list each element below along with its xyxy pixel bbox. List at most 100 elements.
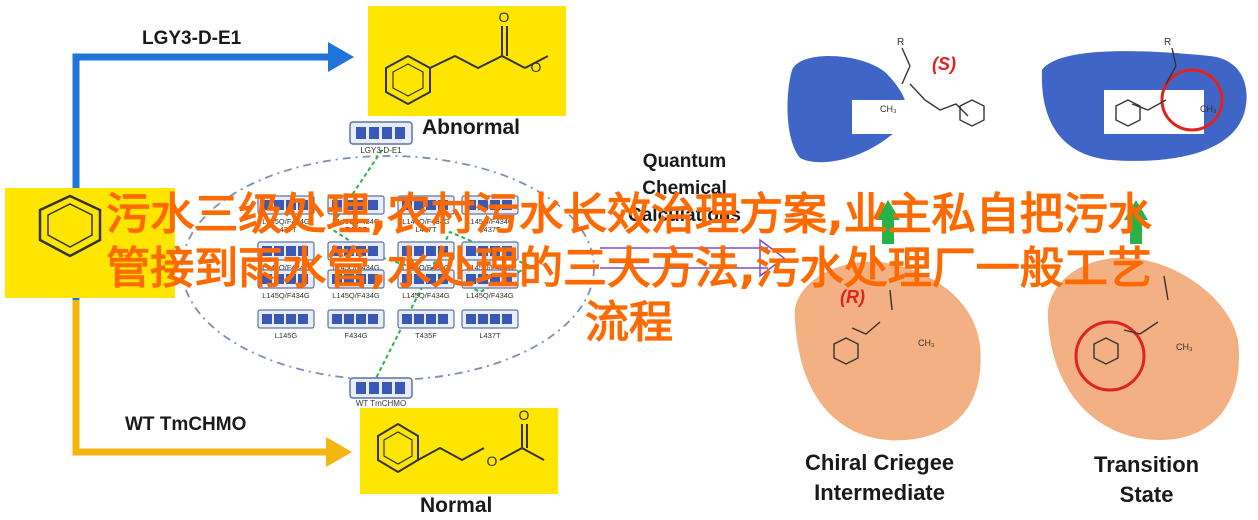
- mutant-chip-cell: [490, 246, 500, 256]
- mutant-chip-cell: [286, 200, 296, 210]
- mutant-chip-cell: [332, 200, 342, 210]
- ts-pocket-cut: [1104, 90, 1204, 134]
- top-enzyme-label: LGY3-D-E1: [142, 28, 242, 49]
- mutant-chip-label: L145Q/F434G: [332, 217, 380, 226]
- mutant-chip-label: L145Q/F434G: [332, 291, 380, 300]
- mutant-chip-cell: [368, 274, 378, 284]
- ts-r-molecule: [1093, 275, 1169, 365]
- r-pocket-inner: [822, 320, 942, 380]
- r-ch3: CH₃: [918, 338, 935, 348]
- mutant-chip-cell: [298, 274, 308, 284]
- mutant-chip-cell: [344, 274, 354, 284]
- bottom-chip: [349, 377, 413, 399]
- transition-label: Transition State: [1094, 450, 1199, 510]
- mutant-chip-label: F434G: [345, 331, 368, 340]
- mutant-chip-cell: [502, 314, 512, 324]
- quantum-label: Quantum Chemical Calculations: [628, 148, 741, 229]
- mutant-chip-label: L145Q/F434G: [466, 217, 514, 226]
- s-ch3: CH₃: [880, 104, 897, 114]
- mutant-chip-cell: [466, 274, 476, 284]
- top-chip-label: LGY3-D-E1: [360, 146, 402, 155]
- normal-molecule-box: [360, 408, 558, 494]
- mutant-chip-cell: [368, 246, 378, 256]
- ts-r-group: R: [1164, 37, 1171, 48]
- mutant-chips: L145Q/F434G L437T L145Q/F434G T435F L145Q/F4…: [257, 195, 519, 340]
- mutant-chip-cell: [368, 314, 378, 324]
- ts-molecule: [1115, 47, 1177, 127]
- calc-arrow: [600, 238, 786, 278]
- mutant-chip-cell: [402, 246, 412, 256]
- mutant-chip-label: L145Q/F434G: [466, 263, 514, 272]
- abnormal-ester-o: O: [531, 59, 542, 75]
- mutant-chip-cell: [274, 200, 284, 210]
- mutant-chip-cell: [414, 246, 424, 256]
- mutant-chip-cell: [344, 246, 354, 256]
- mutant-chip-cell: [262, 314, 272, 324]
- mutant-chip-cell: [490, 200, 500, 210]
- mutant-chip-cell: [438, 314, 448, 324]
- mutant-chip-cell: [298, 246, 308, 256]
- ts-r-ch3: CH₃: [1176, 342, 1193, 352]
- mutant-chip-cell: [502, 200, 512, 210]
- mutant-chip-cell: [332, 274, 342, 284]
- mutant-chip-cell: [356, 314, 366, 324]
- mutant-chip-cell: [356, 274, 366, 284]
- mutant-chip-cell: [274, 274, 284, 284]
- mutant-chip-cell: [402, 274, 412, 284]
- bottom-chip-label: WT TmCHMO: [356, 399, 406, 408]
- mutant-chip-cell: [274, 246, 284, 256]
- mutant-chip-cell: [438, 200, 448, 210]
- ts-bottom-circle: [1074, 320, 1146, 392]
- quantum-line-2: Chemical: [642, 178, 727, 199]
- mutant-chip-cell: [478, 200, 488, 210]
- top-chip: [349, 121, 413, 145]
- mutant-chip-label: L437T: [479, 331, 501, 340]
- mutant-chip-cell: [478, 314, 488, 324]
- mutant-chip-cell: [332, 314, 342, 324]
- green-arrow-right: [1124, 200, 1148, 244]
- overlay-line-3: 流程: [585, 297, 673, 348]
- normal-ester-o: O: [487, 453, 498, 469]
- transition-line-1: Transition: [1094, 452, 1200, 477]
- mutant-chip-label: T435F: [415, 331, 437, 340]
- normal-label: Normal: [420, 494, 493, 517]
- mutant-chip-cell: [502, 274, 512, 284]
- mutant-chip-cell: [262, 246, 272, 256]
- s-r-group: R: [897, 37, 904, 48]
- mutant-chip-cell: [426, 200, 436, 210]
- mutant-chip-cell: [490, 274, 500, 284]
- mutant-chip-label: L145Q/F434G: [262, 263, 310, 272]
- quantum-line-1: Quantum: [642, 151, 727, 172]
- mutant-chip-cell: [414, 314, 424, 324]
- r-config-label: (R): [840, 287, 865, 307]
- mutant-chip-cell: [298, 314, 308, 324]
- abnormal-carbonyl-o: O: [499, 9, 510, 25]
- overlay-line-2: 管接到雨水管,水处理的三大方法,污水处理厂一般工艺: [106, 243, 1152, 294]
- abnormal-molecule-box: [368, 6, 566, 116]
- mutant-chip-cell: [274, 314, 284, 324]
- mutant-chip-cell: [490, 314, 500, 324]
- overlay-line-1: 污水三级处理,农村污水长效治理方案,业主私自把污水: [106, 189, 1152, 240]
- ts-ch3: CH₃: [1200, 104, 1217, 114]
- wt-label: WT TmCHMO: [125, 414, 247, 435]
- mutant-chip-cell: [368, 200, 378, 210]
- mutant-chip-cell: [478, 274, 488, 284]
- mutant-chip-label: L145Q/F434G: [402, 291, 450, 300]
- mutant-chip-cell: [286, 274, 296, 284]
- transition-line-2: State: [1119, 482, 1174, 507]
- ts-top-circle: [1160, 68, 1224, 132]
- quantum-line-3: Calculations: [628, 205, 741, 226]
- mutant-chip-label: L145Q/F434G: [402, 217, 450, 226]
- normal-carbonyl-o: O: [519, 407, 530, 423]
- mutant-chip-sublabel: L437T: [275, 225, 297, 234]
- mutant-chip-cell: [466, 246, 476, 256]
- mutant-chip-cell: [426, 246, 436, 256]
- left-molecule-box: [5, 188, 175, 298]
- s-config-label: (S): [932, 54, 956, 74]
- s-pocket-cut: [852, 100, 922, 134]
- mutant-chip-cell: [298, 200, 308, 210]
- chiral-line-2: Intermediate: [814, 480, 945, 505]
- mutant-chip-cell: [426, 314, 436, 324]
- s-molecule: [901, 47, 985, 127]
